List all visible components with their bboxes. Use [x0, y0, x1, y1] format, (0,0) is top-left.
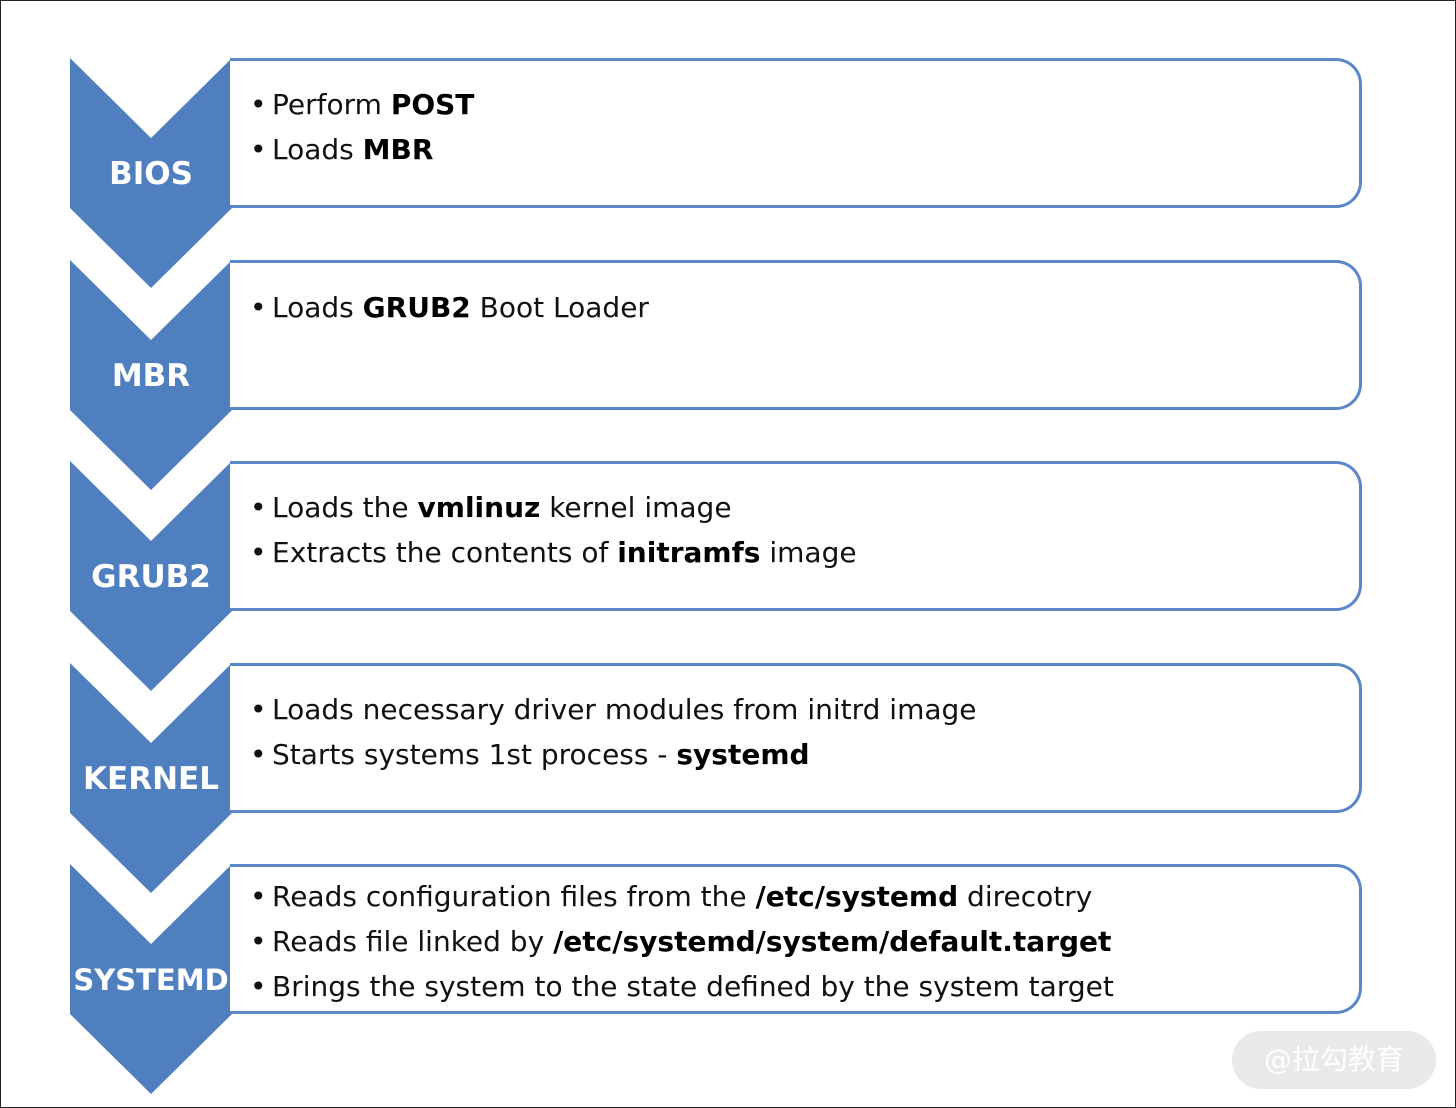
stage-card-kernel: •Loads necessary driver modules from ini… [230, 663, 1362, 813]
bullet-text: Brings the system to the state defined b… [272, 970, 1114, 1003]
chevron-bios [70, 58, 232, 289]
bullet-list: •Reads configuration files from the /etc… [250, 874, 1339, 1009]
chevron-kernel [70, 663, 232, 894]
bullet-item: •Reads file linked by /etc/systemd/syste… [250, 919, 1339, 964]
chevron-shape-mbr [70, 260, 232, 490]
stage-label-grub2: GRUB2 [91, 559, 211, 595]
bullet-dot-icon: • [250, 491, 267, 524]
bullet-text: Boot Loader [470, 291, 649, 324]
bullet-item: •Loads the vmlinuz kernel image [250, 485, 1339, 530]
bullet-text: Loads necessary driver modules from init… [272, 693, 977, 726]
bullet-text-bold: systemd [676, 738, 810, 771]
bullet-item: •Loads MBR [250, 127, 1339, 172]
bullet-dot-icon: • [250, 738, 267, 771]
stage-card-grub2: •Loads the vmlinuz kernel image•Extracts… [230, 461, 1362, 611]
bullet-text: Loads the [272, 491, 418, 524]
chevron-systemd [70, 864, 232, 1095]
bullet-text: Reads file linked by [272, 925, 554, 958]
bullet-text-bold: initramfs [617, 536, 761, 569]
bullet-item: •Loads GRUB2 Boot Loader [250, 285, 1339, 330]
bullet-item: •Loads necessary driver modules from ini… [250, 687, 1339, 732]
stage-label-systemd: SYSTEMD [73, 963, 229, 997]
bullet-list: •Loads the vmlinuz kernel image•Extracts… [250, 485, 1339, 575]
bullet-text: Loads [272, 133, 363, 166]
chevron-shape-systemd [70, 864, 232, 1094]
bullet-text: Loads [272, 291, 363, 324]
bullet-text: Extracts the contents of [272, 536, 618, 569]
bullet-dot-icon: • [250, 536, 267, 569]
bullet-dot-icon: • [250, 693, 267, 726]
bullet-dot-icon: • [250, 291, 267, 324]
bullet-text-bold: GRUB2 [362, 291, 471, 324]
bullet-text-bold: POST [390, 88, 475, 121]
bullet-text: Starts systems 1st process - [272, 738, 677, 771]
bullet-text-bold: MBR [362, 133, 434, 166]
stage-card-bios: •Perform POST•Loads MBR [230, 58, 1362, 208]
bullet-item: •Brings the system to the state defined … [250, 964, 1339, 1009]
chevron-grub2 [70, 461, 232, 692]
chevron-shape-kernel [70, 663, 232, 893]
bullet-list: •Loads necessary driver modules from ini… [250, 687, 1339, 777]
bullet-item: •Starts systems 1st process - systemd [250, 732, 1339, 777]
bullet-item: •Reads configuration files from the /etc… [250, 874, 1339, 919]
bullet-dot-icon: • [250, 970, 267, 1003]
bullet-item: •Perform POST [250, 82, 1339, 127]
chevron-mbr [70, 260, 232, 491]
bullet-dot-icon: • [250, 880, 267, 913]
bullet-dot-icon: • [250, 925, 267, 958]
stage-label-mbr: MBR [111, 358, 191, 394]
bullet-text: kernel image [540, 491, 732, 524]
chevron-shape-bios [70, 58, 232, 288]
bullet-dot-icon: • [250, 88, 267, 121]
stage-card-systemd: •Reads configuration files from the /etc… [230, 864, 1362, 1014]
bullet-text-bold: /etc/systemd/system/default.target [553, 925, 1112, 958]
bullet-text: direcotry [958, 880, 1093, 913]
bullet-item: •Extracts the contents of initramfs imag… [250, 530, 1339, 575]
bullet-list: •Perform POST•Loads MBR [250, 82, 1339, 172]
bullet-text: Perform [272, 88, 391, 121]
bullet-list: •Loads GRUB2 Boot Loader [250, 285, 1339, 330]
bullet-text-bold: /etc/systemd [755, 880, 959, 913]
stage-label-kernel: KERNEL [83, 761, 219, 797]
bullet-text: image [760, 536, 857, 569]
chevron-shape-grub2 [70, 461, 232, 691]
bullet-dot-icon: • [250, 133, 267, 166]
stage-label-bios: BIOS [109, 156, 193, 192]
stage-card-mbr: •Loads GRUB2 Boot Loader [230, 260, 1362, 410]
bullet-text: Reads configuration files from the [272, 880, 756, 913]
watermark: @拉勾教育 [1232, 1031, 1436, 1089]
bullet-text-bold: vmlinuz [417, 491, 541, 524]
